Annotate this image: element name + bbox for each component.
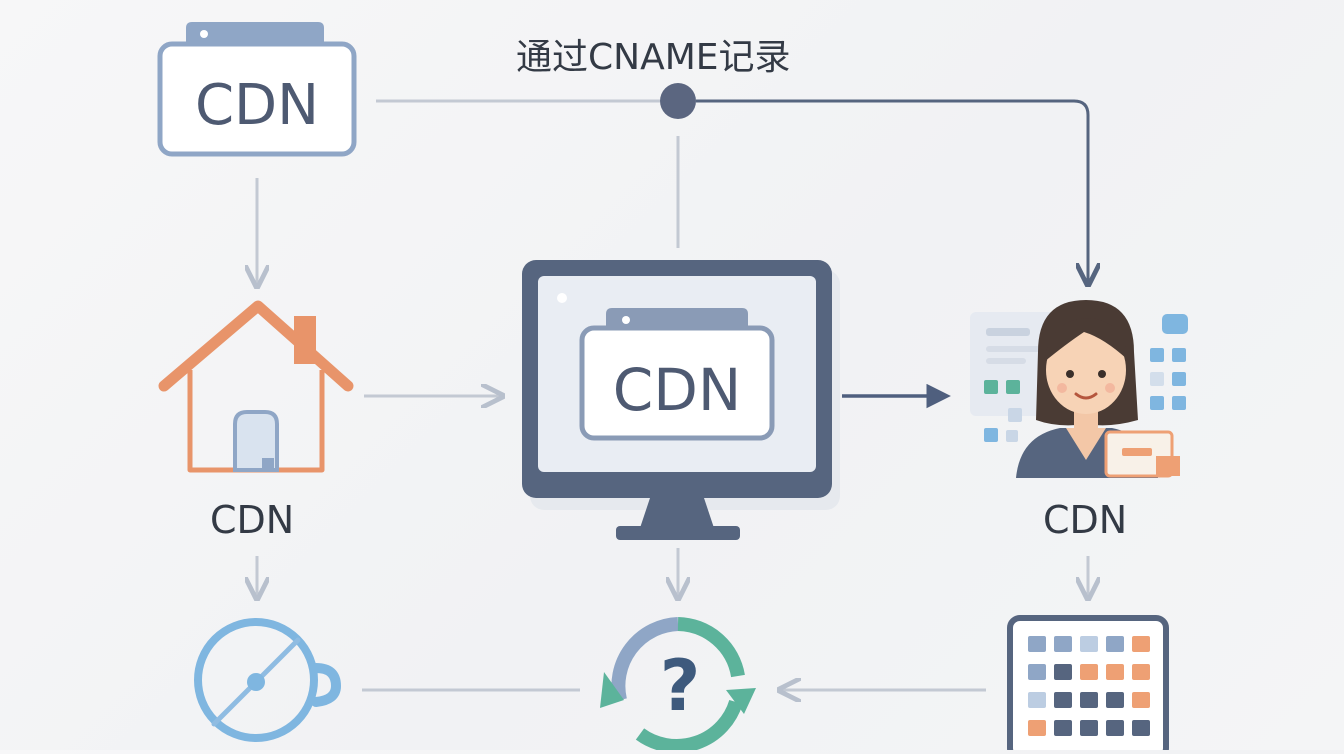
junction-dot [660, 83, 696, 119]
browser-window-icon: CDN [157, 22, 357, 157]
desktop-monitor-icon: CDN [522, 260, 840, 540]
house-icon [158, 300, 354, 473]
agent-cdn-label: CDN [1043, 498, 1128, 542]
clock-icon [194, 618, 342, 742]
connector-dot-to-agent [696, 99, 1088, 282]
calendar-grid-icon [1007, 615, 1169, 754]
cdn-top-label: CDN [195, 73, 319, 138]
home-cdn-label: CDN [210, 498, 295, 542]
connectors [257, 99, 1088, 690]
support-agent-icon [970, 300, 1188, 478]
question-mark-glyph: ? [660, 645, 701, 727]
monitor-cdn-label: CDN [613, 356, 742, 424]
question-cycle-icon: ? [600, 617, 756, 753]
cname-record-title: 通过CNAME记录 [516, 37, 791, 78]
